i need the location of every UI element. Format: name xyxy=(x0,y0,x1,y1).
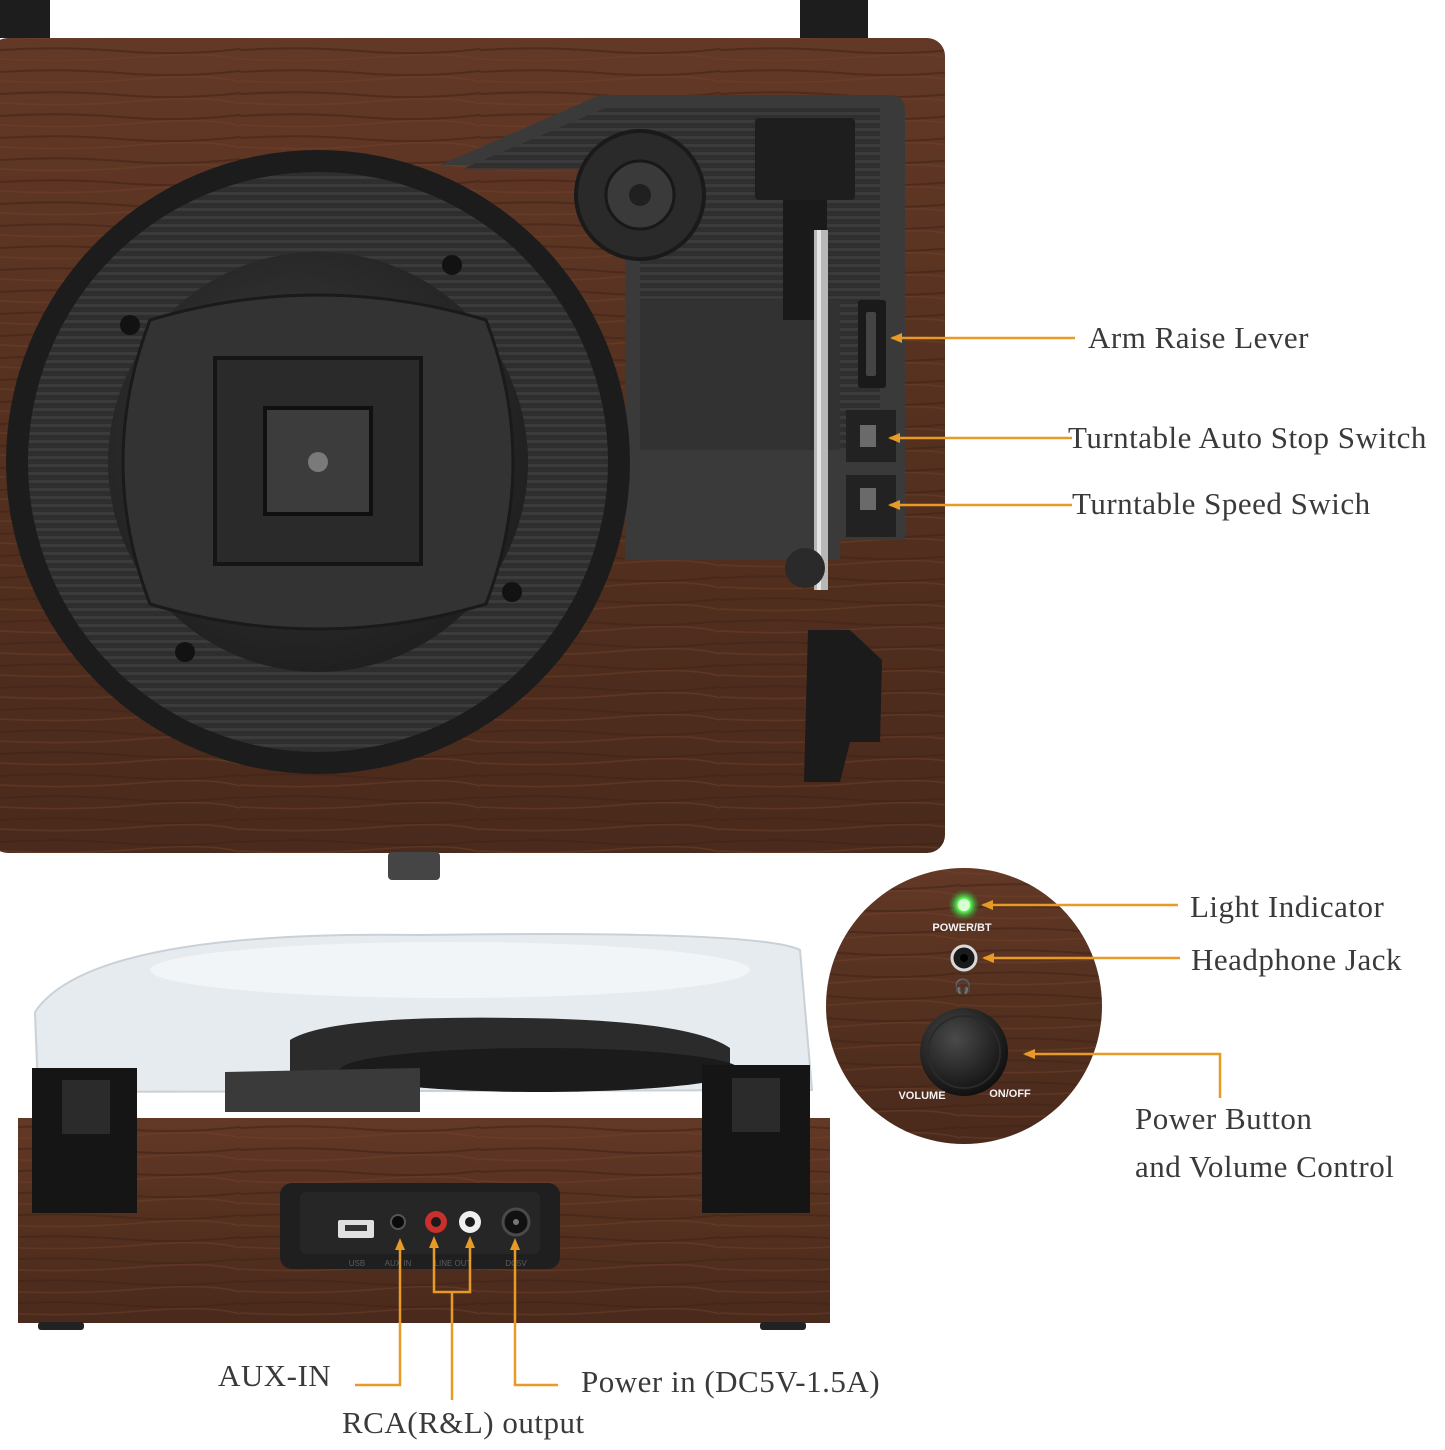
on-off-label: ON/OFF xyxy=(989,1088,1031,1100)
power-bt-label: POWER/BT xyxy=(932,922,992,934)
aux-in-label: AUX-IN xyxy=(218,1358,332,1393)
arrowhead xyxy=(1023,1049,1035,1059)
light-indicator-label: Light Indicator xyxy=(1190,889,1385,924)
control-panel-closeup: POWER/BT 🎧 VOLUME ON/OFF xyxy=(826,868,1102,1144)
speed-switch-label: Turntable Speed Swich xyxy=(1072,486,1371,521)
aux-in-port[interactable] xyxy=(390,1214,406,1230)
callout-arrowheads xyxy=(395,333,1035,1250)
turntable-top-view xyxy=(0,0,945,880)
arrowhead xyxy=(510,1238,520,1250)
usb-port-label: USB xyxy=(349,1259,365,1268)
tonearm-tube-highlight xyxy=(817,230,821,590)
callout-lines xyxy=(355,336,1222,1400)
dc-port-label: DC5V xyxy=(505,1259,527,1268)
arrowhead xyxy=(890,333,902,343)
arrowhead xyxy=(888,500,900,510)
volume-control-label: and Volume Control xyxy=(1135,1149,1395,1184)
power-in-label: Power in (DC5V-1.5A) xyxy=(581,1364,881,1399)
foot-left xyxy=(38,1322,84,1330)
rca-port-label: LINE OUT xyxy=(435,1259,472,1268)
arm-raise-lever-handle[interactable] xyxy=(866,312,876,376)
headshell xyxy=(804,630,882,782)
volume-knob[interactable] xyxy=(920,1008,1008,1096)
arrowhead xyxy=(395,1238,405,1250)
rca-right-hole xyxy=(431,1217,441,1227)
latch-right-clip xyxy=(732,1078,780,1132)
turntable-front-view: USB AUX IN LINE OUT DC5V xyxy=(18,933,830,1330)
platter-screw-3 xyxy=(502,582,522,602)
tonearm-counterweight xyxy=(755,118,855,200)
platter-screw-1 xyxy=(120,315,140,335)
aux-callout-line xyxy=(355,1242,402,1387)
speed-switch-knob[interactable] xyxy=(860,488,876,510)
auto-stop-switch-label: Turntable Auto Stop Switch xyxy=(1068,420,1427,455)
arrowhead xyxy=(429,1236,439,1248)
latch-left-clip xyxy=(62,1080,110,1134)
headphone-jack-hole xyxy=(960,954,968,962)
power-indicator-core xyxy=(958,899,970,911)
tonearm-plate-flat xyxy=(640,300,840,450)
inner-tonearm-plate xyxy=(225,1068,420,1112)
hinge-left xyxy=(0,0,50,38)
spindle-foot xyxy=(388,852,440,880)
power-volume-callout-line xyxy=(1025,1052,1222,1098)
power-button-label: Power Button xyxy=(1135,1101,1313,1136)
arm-rest xyxy=(785,548,825,588)
platter-screw-4 xyxy=(175,642,195,662)
arrowhead xyxy=(888,433,900,443)
headphone-jack-label: Headphone Jack xyxy=(1191,942,1402,977)
hinge-right xyxy=(800,0,868,38)
foot-right xyxy=(760,1322,806,1330)
port-panel-inner xyxy=(300,1192,540,1254)
arrowhead xyxy=(465,1236,475,1248)
dc-power-pin xyxy=(513,1219,519,1225)
rca-left-hole xyxy=(465,1217,475,1227)
dust-cover-highlight xyxy=(150,942,750,998)
adapter-hole xyxy=(629,184,651,206)
headphone-icon: 🎧 xyxy=(954,978,971,995)
rca-output-label: RCA(R&L) output xyxy=(342,1405,585,1440)
inner-record xyxy=(340,1048,740,1092)
aux-port-label: AUX IN xyxy=(385,1259,412,1268)
spindle xyxy=(308,452,328,472)
platter-screw-2 xyxy=(442,255,462,275)
volume-knob-ring xyxy=(927,1015,1001,1089)
arrowhead xyxy=(981,900,993,910)
usb-port-slot xyxy=(345,1225,367,1231)
volume-label: VOLUME xyxy=(898,1090,945,1102)
auto-stop-switch-knob[interactable] xyxy=(860,425,876,447)
power-in-callout-line xyxy=(513,1242,558,1387)
arrowhead xyxy=(982,953,994,963)
arm-raise-lever-label: Arm Raise Lever xyxy=(1088,320,1309,355)
